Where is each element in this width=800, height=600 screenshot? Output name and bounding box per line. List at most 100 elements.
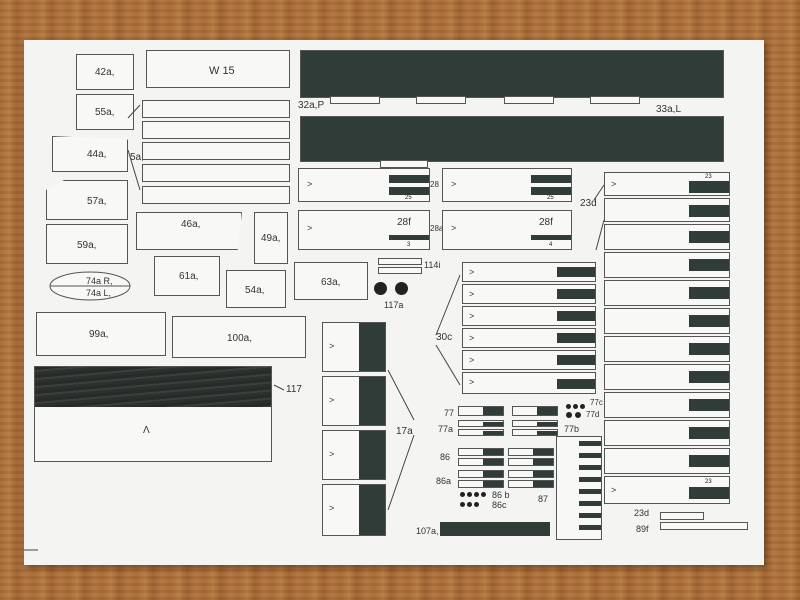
direction-arrow: > (469, 267, 475, 277)
stripe (483, 407, 503, 415)
part-100a: 100a, (172, 316, 306, 358)
part-23d (604, 224, 730, 250)
stripe (533, 481, 553, 487)
part-17a: > (322, 430, 386, 480)
part-17a: > (322, 322, 386, 372)
part-23d (604, 280, 730, 306)
number-label: 23 (705, 174, 712, 180)
part-99a: 99a, (36, 312, 166, 356)
direction-arrow: > (611, 179, 617, 189)
part-86a-strip (508, 480, 554, 488)
part-32a-panel (300, 50, 724, 98)
stripe (557, 289, 595, 299)
part-label: 59a, (77, 240, 97, 251)
stripe (689, 371, 729, 383)
part-32a-label: 32a,P (298, 100, 325, 111)
part-74a-l-label: 74a L, (86, 288, 112, 298)
part-89f-strip (660, 512, 704, 520)
direction-arrow: > (451, 223, 457, 233)
part-23d (604, 198, 730, 222)
stripe (531, 187, 571, 195)
part-117a-disc (395, 282, 408, 295)
strip-5a-5 (142, 186, 290, 204)
part-86b-label: 86 b (492, 490, 510, 500)
stripe (579, 441, 601, 446)
part-label: 44a, (87, 149, 107, 160)
part-86a-strip (458, 470, 504, 478)
part-30c: > (462, 306, 596, 326)
part-label: 100a, (227, 333, 253, 344)
part-label: 54a, (245, 285, 265, 296)
part-77-label: 77 (444, 408, 455, 418)
part-label: 49a, (261, 233, 281, 244)
direction-arrow: > (611, 485, 617, 495)
stripe (689, 487, 729, 499)
part-w15: W 15 (146, 50, 290, 88)
stripe (483, 422, 503, 426)
part-77d-dot (575, 412, 581, 418)
stripe (579, 465, 601, 470)
part-label: 55a, (95, 107, 115, 118)
part-30c: > (462, 262, 596, 282)
part-23d (604, 420, 730, 446)
part-outlines-svg (24, 104, 605, 551)
part-17a: > (322, 484, 386, 536)
stripe (483, 459, 503, 465)
stripe (483, 431, 503, 435)
strip-5a-3 (142, 142, 290, 160)
part-label: 46a, (181, 219, 201, 230)
number-label: 3 (407, 242, 411, 248)
part-59a: 59a, (46, 224, 128, 264)
part-114i-strip (378, 258, 422, 265)
part-86a-strip (508, 470, 554, 478)
stripe (689, 181, 729, 193)
strip-5a-2 (142, 121, 290, 139)
part-57a: 57a, (46, 180, 128, 220)
direction-arrow: > (469, 333, 475, 343)
stripe (579, 453, 601, 458)
part-86c-dot (460, 502, 465, 507)
stripe (359, 485, 385, 535)
stripe (533, 459, 553, 465)
stripe (689, 455, 729, 467)
part-86c-label: 86c (492, 500, 507, 510)
direction-arrow: > (329, 503, 335, 513)
dark-fill (301, 51, 723, 97)
tab (590, 96, 640, 104)
part-117-label: 117 (286, 384, 302, 395)
number-label: 23 (705, 479, 712, 485)
part-23d (604, 252, 730, 278)
stripe (579, 501, 601, 506)
part-77c-dot (566, 404, 571, 409)
part-86-strip (458, 458, 504, 466)
stripe (689, 205, 729, 217)
part-49a: 49a, (254, 212, 288, 264)
number-label: 25 (547, 195, 554, 201)
part-77a-strip (458, 420, 504, 427)
stripe (359, 431, 385, 479)
stripe (537, 407, 557, 415)
stripe (359, 377, 385, 425)
part-87 (556, 436, 602, 540)
part-86b-dot (467, 492, 472, 497)
part-label: 28f (539, 217, 553, 228)
stripe (689, 315, 729, 327)
strip-5a-4 (142, 164, 290, 182)
stripe (483, 481, 503, 487)
part-86-strip (458, 448, 504, 456)
stripe (557, 333, 595, 343)
stripe (537, 422, 557, 426)
direction-arrow: > (329, 395, 335, 405)
direction-arrow: > (329, 449, 335, 459)
part-17a: > (322, 376, 386, 426)
stripe (537, 431, 557, 435)
paper-model-sheet: 42a, 55a, 44a, 5a, 57a, 59a, W 15 46a, 4… (24, 40, 764, 565)
fold-mark: Λ (143, 425, 150, 436)
part-114i-label: 114i (424, 260, 441, 270)
tab (504, 96, 554, 104)
part-87-label: 87 (538, 494, 549, 504)
part-86a-strip (458, 480, 504, 488)
part-86a-label: 86a (436, 476, 452, 486)
part-33a-panel (300, 116, 724, 162)
stripe (389, 235, 429, 240)
